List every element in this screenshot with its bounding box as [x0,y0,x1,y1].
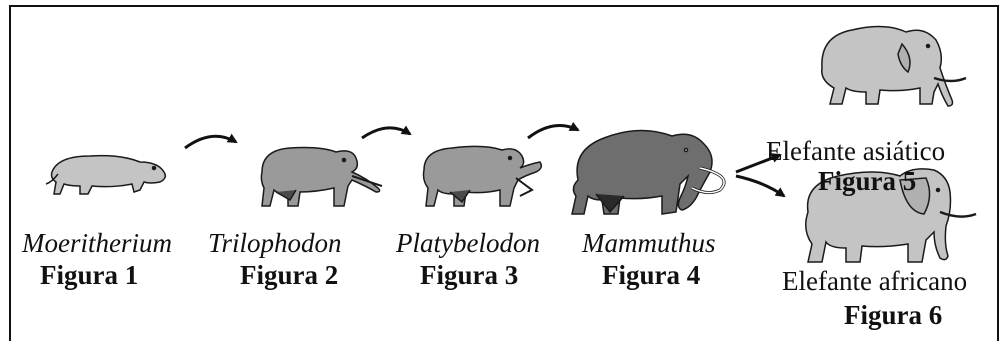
figure-1-label: Figura 1 [40,260,139,290]
figure-6-label: Figura 6 [844,300,943,330]
trilophodon-figure [260,146,383,207]
figure-2-label: Figura 2 [240,260,339,290]
figure-1-name: Moeritherium [22,228,172,258]
african-elephant-figure [805,168,977,263]
figure-6-name: Elefante africano [782,266,968,296]
mammuthus-figure [571,129,726,215]
arrow-4-to-5 [735,153,782,174]
moeritherium-figure [45,154,167,195]
platybelodon-figure [422,145,543,207]
diagram-frame [9,5,999,341]
figure-2-name: Trilophodon [208,228,342,258]
arrow-3-to-4 [527,121,580,140]
arrow-2-to-3 [361,125,412,140]
figure-4-name: Mammuthus [582,228,716,258]
figure-3-label: Figura 3 [420,260,519,290]
figure-3-name: Platybelodon [396,228,540,258]
asian-elephant-figure [821,25,967,107]
arrow-1-to-2 [184,133,238,150]
figure-4-label: Figura 4 [602,260,701,290]
figure-5-name: Elefante asiático [766,136,946,166]
arrow-4-to-6 [735,174,786,198]
figure-5-label: Figura 5 [818,166,917,196]
